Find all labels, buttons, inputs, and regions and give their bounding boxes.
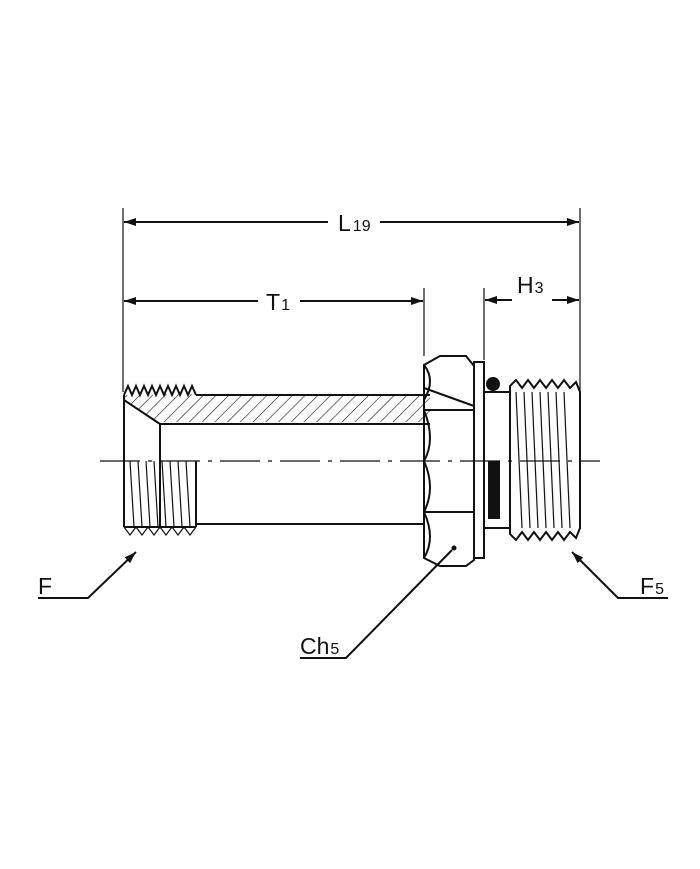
seal-washer bbox=[473, 361, 511, 559]
label-ch5: Ch5 bbox=[300, 633, 339, 659]
label-f5: F5 bbox=[640, 573, 664, 599]
leader-lines bbox=[38, 549, 668, 659]
right-thread-stud bbox=[509, 378, 581, 542]
label-f: F bbox=[38, 573, 52, 599]
label-t1: T1 bbox=[266, 289, 290, 315]
dimension-lines bbox=[124, 218, 579, 305]
hex-nut bbox=[423, 355, 475, 567]
extension-lines bbox=[122, 208, 581, 392]
left-thread-end bbox=[123, 383, 430, 536]
label-h3: H3 bbox=[517, 272, 544, 298]
